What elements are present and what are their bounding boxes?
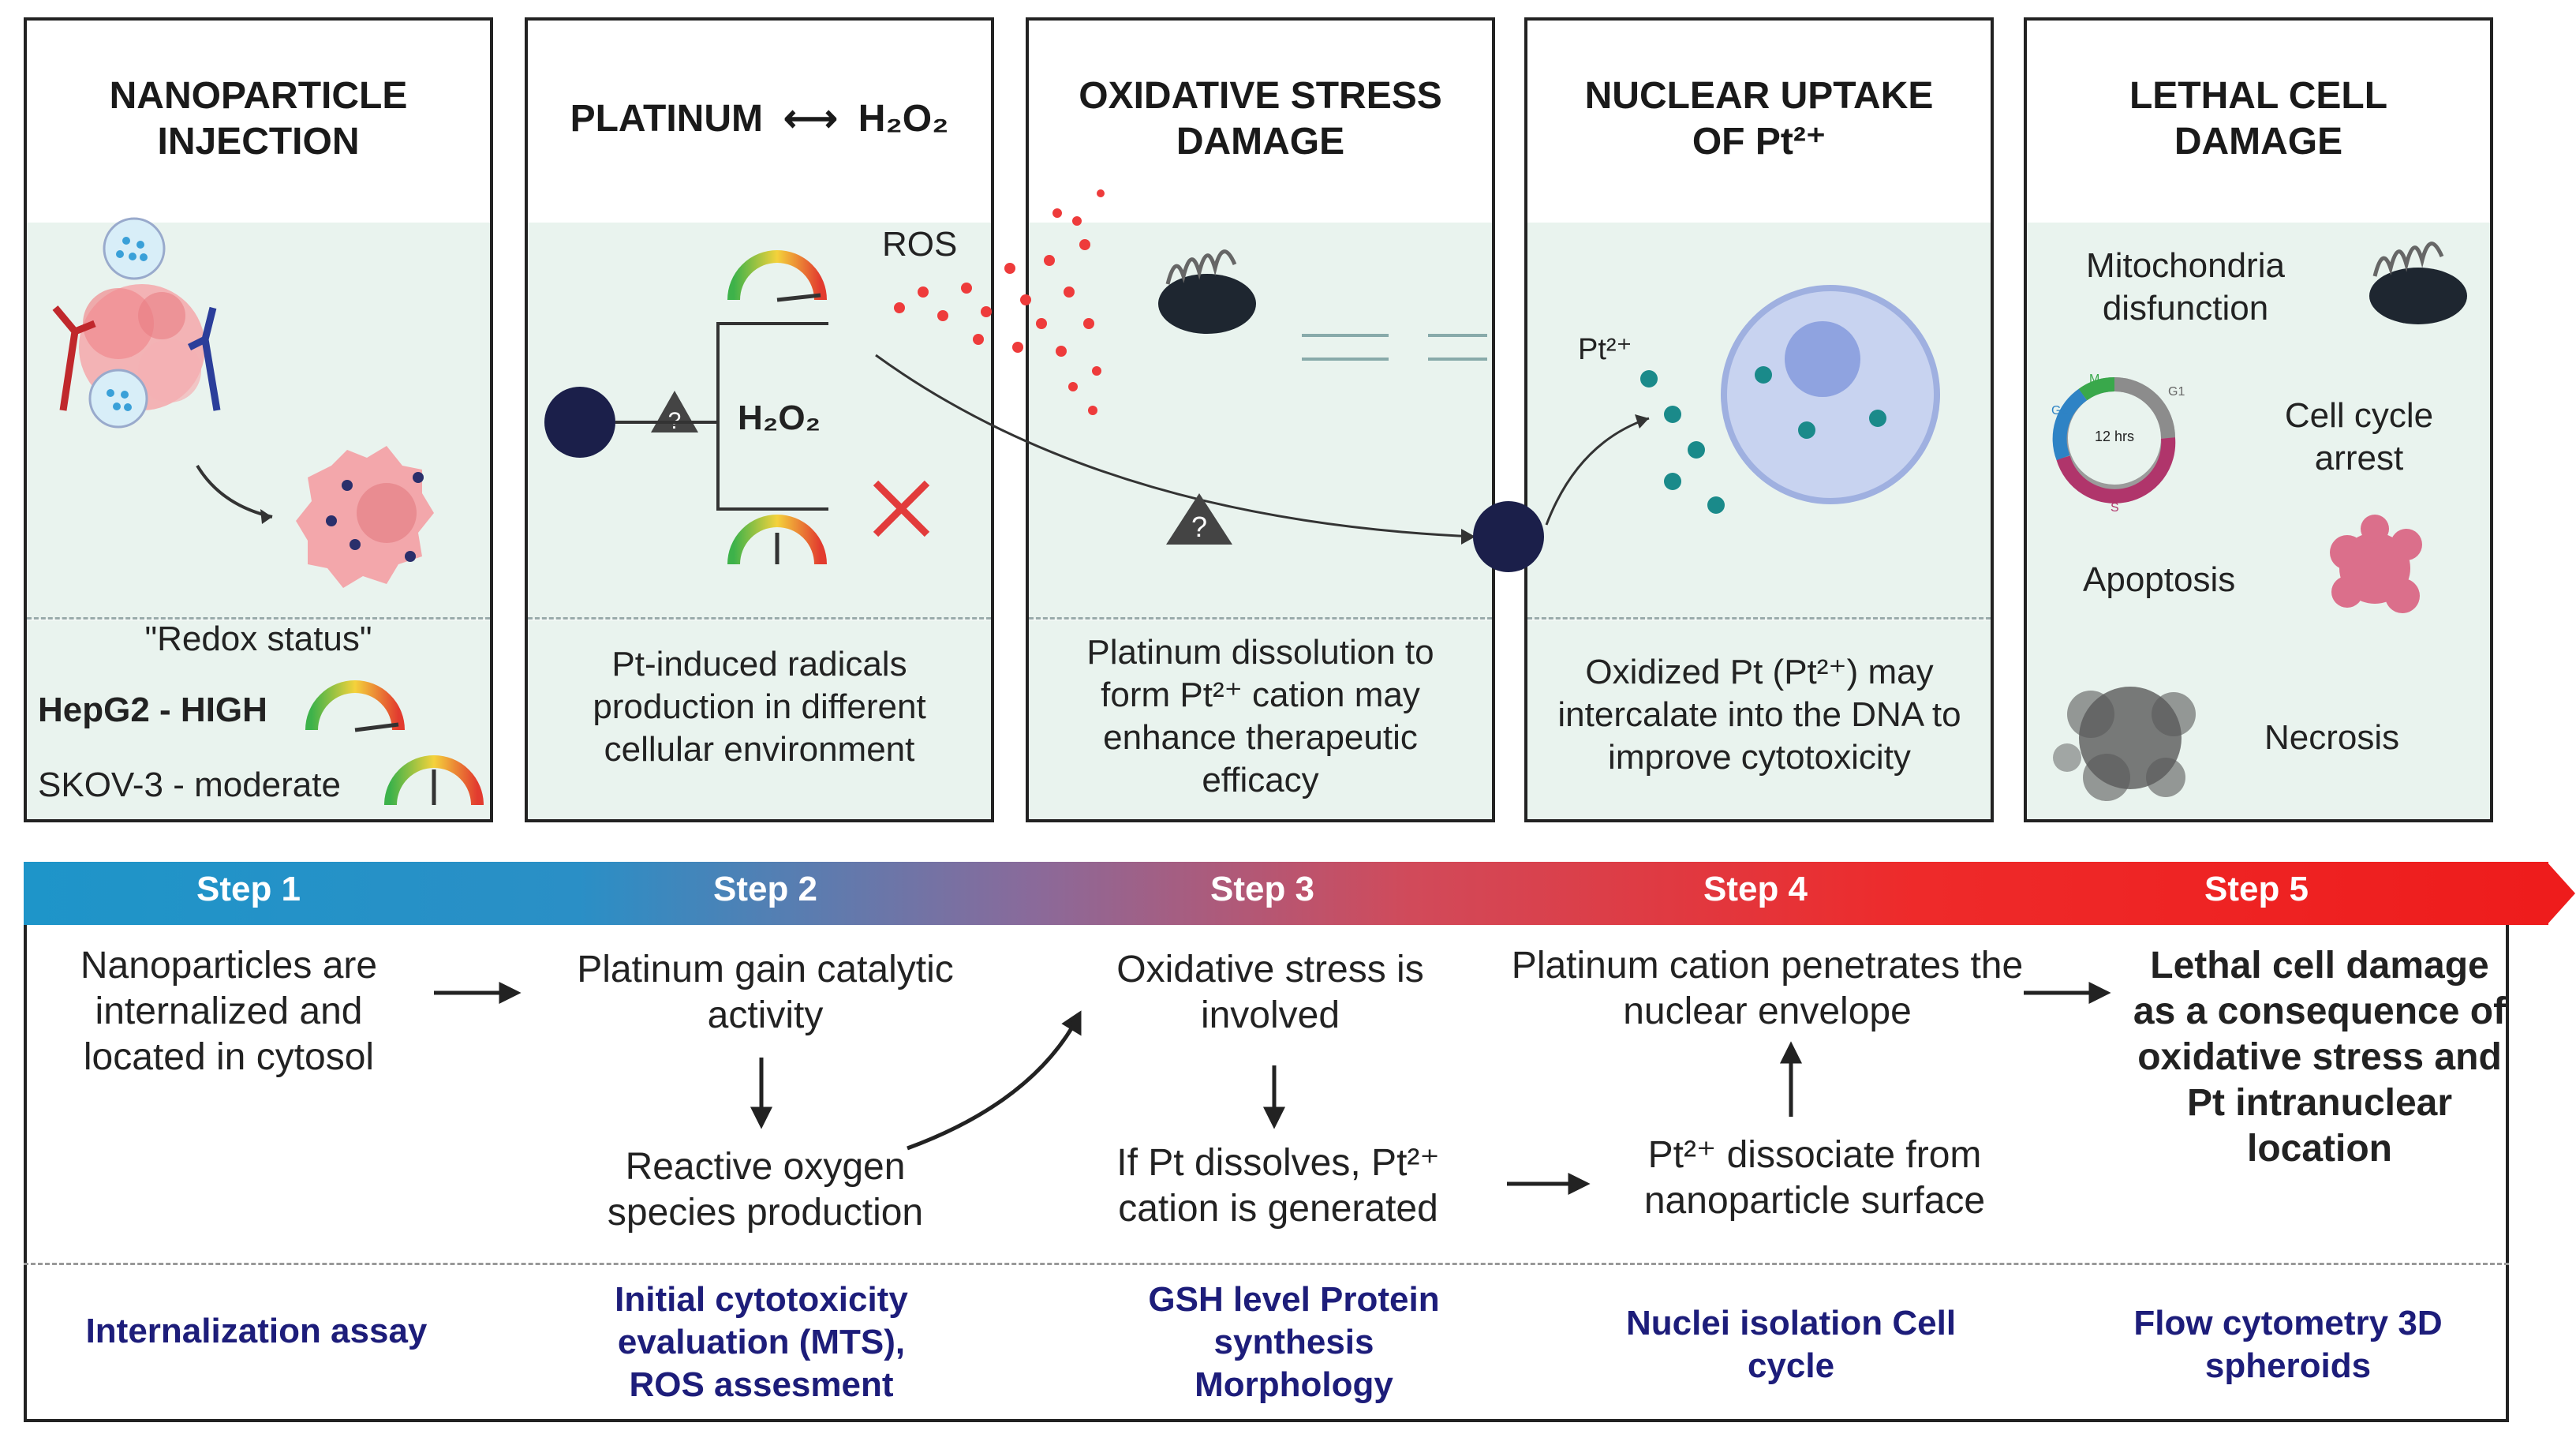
panel-nanoparticle-injection: NANOPARTICLE INJECTION — [24, 17, 493, 822]
cycle-center-label: 12 hrs — [2095, 429, 2135, 444]
hepg2-label: HepG2 - HIGH — [38, 691, 267, 729]
assay-step-5: Flow cytometry 3D spheroids — [2133, 1304, 2443, 1385]
gauge-high-icon — [727, 250, 827, 302]
step-1-label: Step 1 — [196, 870, 301, 908]
panel-2-title-arrow: ⟷ — [783, 98, 838, 140]
apoptosis-icon — [2330, 515, 2422, 613]
membrane-icon — [1302, 334, 1487, 361]
necrosis-label: Necrosis — [2264, 718, 2400, 757]
flow-divider — [24, 1263, 2509, 1265]
cell-cycle-icon — [2052, 377, 2176, 504]
step-3-label: Step 3 — [1209, 870, 1315, 908]
mitochondria-label: Mitochondria disfunction — [2086, 246, 2285, 328]
panel-2-title: PLATINUM ⟷ H₂O₂ — [528, 21, 991, 218]
h2o2-label: H₂O₂ — [738, 399, 821, 437]
cycle-m-label: M — [2089, 373, 2100, 386]
panel-2-title-right: H₂O₂ — [858, 98, 949, 140]
panel-3-description: Platinum dissolution to form Pt²⁺ cation… — [1086, 633, 1434, 799]
pt-ion-label: Pt²⁺ — [1578, 333, 1632, 366]
skov3-label: SKOV-3 - moderate — [38, 766, 341, 804]
flow-step-5: Lethal cell damage as a consequence of o… — [2133, 945, 2507, 1170]
flow-step-4a: Platinum cation penetrates the nuclear e… — [1511, 945, 2024, 1032]
assay-step-3: GSH level Protein synthesis Morphology — [1148, 1280, 1440, 1404]
panel-4-description: Oxidized Pt (Pt²⁺) may intercalate into … — [1557, 653, 1961, 777]
mitochondria-icon — [2369, 241, 2467, 324]
step-5-label: Step 5 — [2204, 870, 2309, 908]
panel-3-footer — [1029, 620, 1492, 819]
ros-dots-icon — [894, 189, 1105, 415]
cycle-g2-label: G2 — [2051, 404, 2069, 417]
assay-step-4: Nuclei isolation Cell cycle — [1625, 1304, 1957, 1385]
svg-text:?: ? — [1191, 511, 1207, 543]
panel-2-description: Pt-induced radicals production in differ… — [593, 645, 926, 769]
nanoparticle-icon — [1473, 501, 1544, 572]
step-timeline-bar — [24, 862, 2548, 925]
question-triangle-icon: ? — [1166, 493, 1232, 545]
cross-icon — [873, 480, 930, 537]
step-2-label: Step 2 — [712, 870, 818, 908]
panel-2-title-left: PLATINUM — [570, 98, 763, 140]
panel-3-title: OXIDATIVE STRESS DAMAGE — [1079, 75, 1442, 163]
cycle-s-label: S — [2111, 501, 2119, 515]
necrosis-icon — [2053, 687, 2196, 801]
apoptosis-label: Apoptosis — [2083, 560, 2236, 599]
gauge-moderate-icon — [384, 755, 484, 806]
flow-step-2a: Platinum gain catalytic activity — [577, 949, 954, 1036]
panel-4-footer — [1527, 620, 1991, 819]
ros-label: ROS — [882, 225, 958, 264]
gauge-low-icon — [727, 515, 827, 565]
panel-2-footer — [528, 620, 991, 819]
gauge-high-icon — [305, 680, 405, 732]
pt-ion-icon — [1640, 370, 1725, 514]
panel-3-illustration — [1029, 223, 1492, 620]
assay-step-2: Initial cytotoxicity evaluation (MTS), R… — [615, 1280, 908, 1404]
cycle-g1-label: G1 — [2168, 385, 2185, 399]
cell-cycle-arrest-label: Cell cycle arrest — [2284, 396, 2434, 477]
panel-1-footer — [27, 620, 490, 819]
flow-step-4b: Pt²⁺ dissociate from nanoparticle surfac… — [1643, 1134, 1986, 1222]
assay-step-1: Internalization assay — [85, 1312, 428, 1350]
mitochondria-icon — [1158, 249, 1256, 334]
panel-oxidative-stress: OXIDATIVE STRESS DAMAGE — [1026, 17, 1495, 822]
step-4-label: Step 4 — [1703, 870, 1808, 908]
panel-5-title: LETHAL CELL DAMAGE — [2129, 75, 2388, 163]
redox-status-label: "Redox status" — [144, 620, 372, 658]
nanoparticle-icon — [544, 387, 615, 458]
flow-step-3a: Oxidative stress is involved — [1116, 949, 1424, 1036]
flow-box — [24, 925, 2509, 1422]
cancer-cell-icon — [296, 446, 434, 588]
panel-1-title: NANOPARTICLE INJECTION — [109, 75, 408, 163]
flow-step-3b: If Pt dissolves, Pt²⁺ cation is generate… — [1116, 1142, 1440, 1230]
panel-4-title: NUCLEAR UPTAKE OF Pt²⁺ — [1584, 75, 1934, 163]
flow-step-2b: Reactive oxygen species production — [607, 1146, 924, 1234]
flow-step-1: Nanoparticles are internalized and locat… — [80, 945, 378, 1078]
step-timeline-arrowhead — [2547, 862, 2575, 925]
nanoparticle-syringe-icon — [88, 217, 166, 429]
cell-nucleus-icon — [1721, 285, 1940, 504]
